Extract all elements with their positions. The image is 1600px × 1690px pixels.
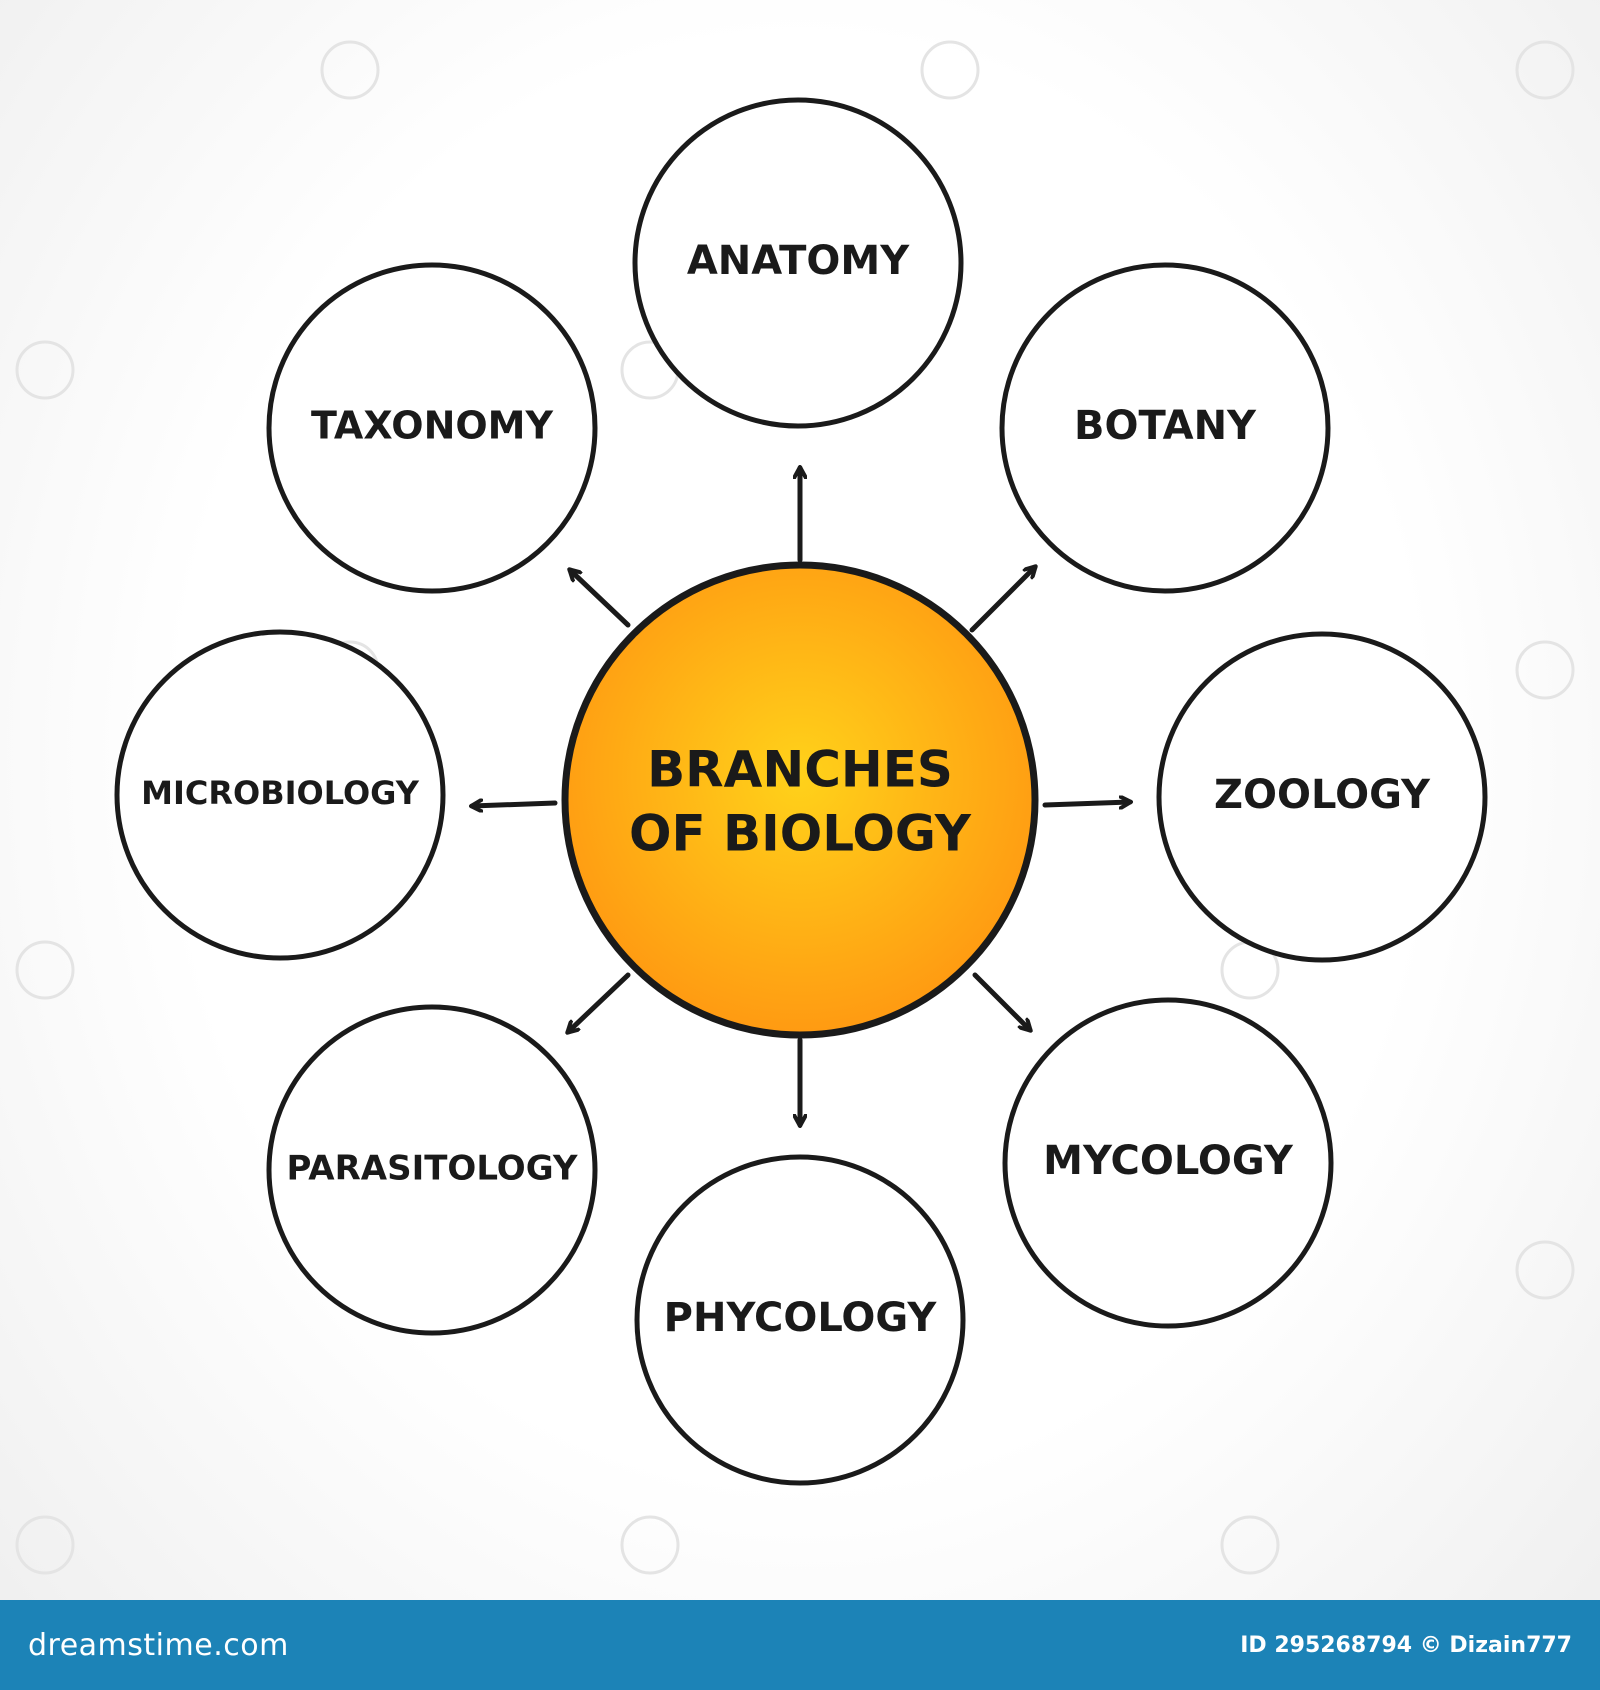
image-id-credit: ID 295268794 © Dizain777 — [1240, 1632, 1572, 1658]
center-title-line-1: BRANCHES — [647, 741, 953, 799]
center-circle — [561, 561, 1039, 1039]
center-title-line-2: OF BIOLOGY — [629, 805, 972, 863]
branch-label-taxonomy: TAXONOMY — [311, 404, 554, 448]
branch-label-microbiology: MICROBIOLOGY — [141, 774, 420, 812]
arrow-to-parasitology — [568, 972, 631, 1032]
branch-circle-phycology — [634, 1154, 966, 1486]
branch-node-microbiology: MICROBIOLOGY — [114, 629, 446, 961]
connector-arrows — [472, 468, 1130, 1125]
branch-label-botany: BOTANY — [1074, 403, 1257, 449]
center-node: BRANCHES OF BIOLOGY — [561, 561, 1039, 1039]
branch-node-zoology: ZOOLOGY — [1156, 631, 1488, 963]
branch-label-mycology: MYCOLOGY — [1043, 1138, 1294, 1184]
mind-map-diagram: ANATOMY BOTANY ZOOLOGY MYCOLOGY PHYCOLOGY PAR… — [15, 40, 1575, 1575]
branch-node-taxonomy: TAXONOMY — [266, 262, 598, 594]
branch-node-botany: BOTANY — [999, 262, 1331, 594]
branch-circle-zoology — [1156, 631, 1488, 963]
dreamstime-logo: dreamstime.com — [28, 1627, 289, 1663]
branch-node-anatomy: ANATOMY — [632, 97, 964, 429]
branch-node-mycology: MYCOLOGY — [1002, 997, 1334, 1329]
branch-circle-microbiology — [114, 629, 446, 961]
branch-circle-taxonomy — [266, 262, 598, 594]
branch-circle-botany — [999, 262, 1331, 594]
arrow-to-microbiology — [472, 803, 558, 806]
branch-circle-parasitology — [266, 1004, 598, 1336]
branch-node-parasitology: PARASITOLOGY — [266, 1004, 598, 1336]
arrow-to-botany — [969, 567, 1035, 633]
footer-bar: dreamstime.com ID 295268794 © Dizain777 — [0, 1600, 1600, 1690]
branch-label-parasitology: PARASITOLOGY — [287, 1149, 578, 1189]
branch-label-zoology: ZOOLOGY — [1214, 772, 1431, 818]
branch-label-anatomy: ANATOMY — [687, 238, 910, 284]
arrow-to-taxonomy — [570, 570, 631, 628]
branch-node-phycology: PHYCOLOGY — [634, 1154, 966, 1486]
arrow-to-zoology — [1042, 802, 1130, 805]
branch-label-phycology: PHYCOLOGY — [664, 1295, 938, 1341]
arrow-to-mycology — [972, 972, 1030, 1030]
branch-circle-mycology — [1002, 997, 1334, 1329]
branch-circle-anatomy — [632, 97, 964, 429]
branch-nodes: ANATOMY BOTANY ZOOLOGY MYCOLOGY PHYCOLOGY PAR… — [114, 97, 1488, 1486]
